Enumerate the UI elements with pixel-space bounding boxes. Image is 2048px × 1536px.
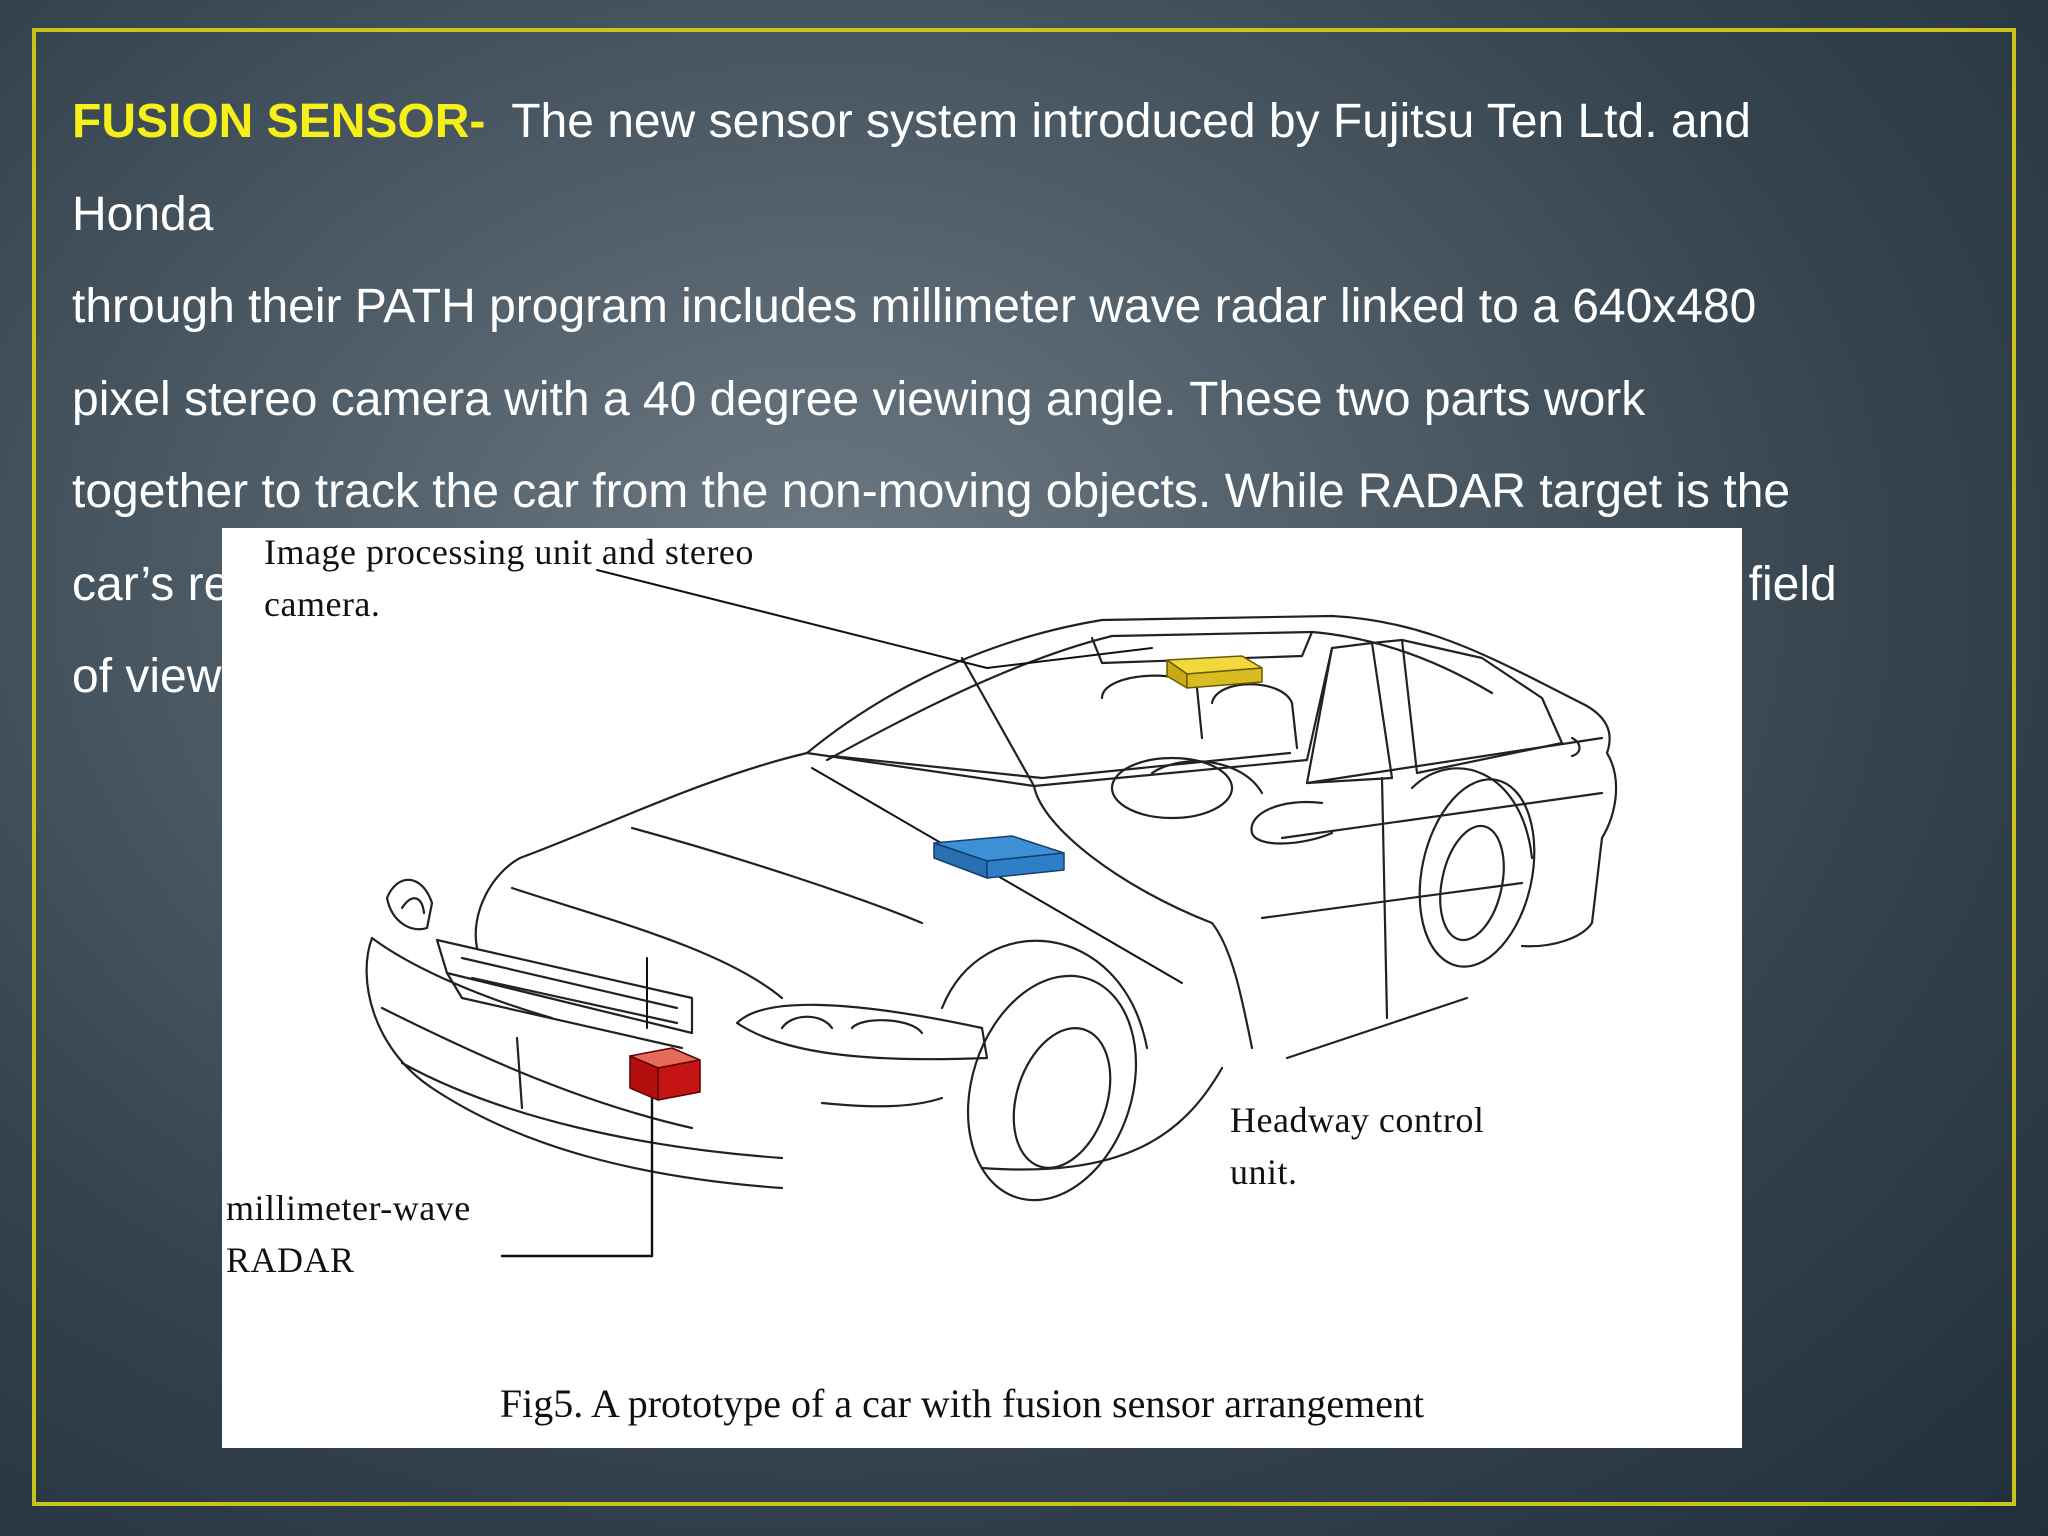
camera-label-line-2: camera. (264, 584, 381, 624)
text-line-7: of view (72, 650, 222, 703)
slide-frame (32, 28, 2016, 1506)
car-sensor-figure: Image processing unit and stereo camera.… (222, 528, 1742, 1448)
text-line-2: Honda (72, 187, 214, 241)
headway-label-line-1: Headway control (1230, 1100, 1485, 1140)
intro-text: The new sensor system introduced by Fuji… (511, 95, 1751, 148)
text-line-5: together to track the car from the non-m… (72, 465, 1791, 518)
camera-label-line-1: Image processing unit and stereo (264, 532, 754, 572)
camera-label: Image processing unit and stereo camera. (264, 528, 754, 630)
text-line-1: FUSION SENSOR- The new sensor system int… (72, 76, 1972, 169)
headway-label: Headway control unit. (1230, 1094, 1484, 1198)
figure-caption: Fig5. A prototype of a car with fusion s… (499, 1381, 1425, 1426)
slide-heading: FUSION SENSOR- (72, 95, 486, 148)
headway-label-line-2: unit. (1230, 1152, 1298, 1192)
text-line-3: through their PATH program includes mill… (72, 280, 1757, 333)
radar-label: millimeter-wave RADAR (226, 1182, 471, 1286)
text-line-4: pixel stereo camera with a 40 degree vie… (72, 372, 1646, 426)
radar-label-line-2: RADAR (226, 1240, 355, 1280)
car-line-drawing (365, 569, 1618, 1258)
text-line-6-start: car’s re (72, 557, 231, 611)
radar-label-line-1: millimeter-wave (226, 1188, 471, 1228)
